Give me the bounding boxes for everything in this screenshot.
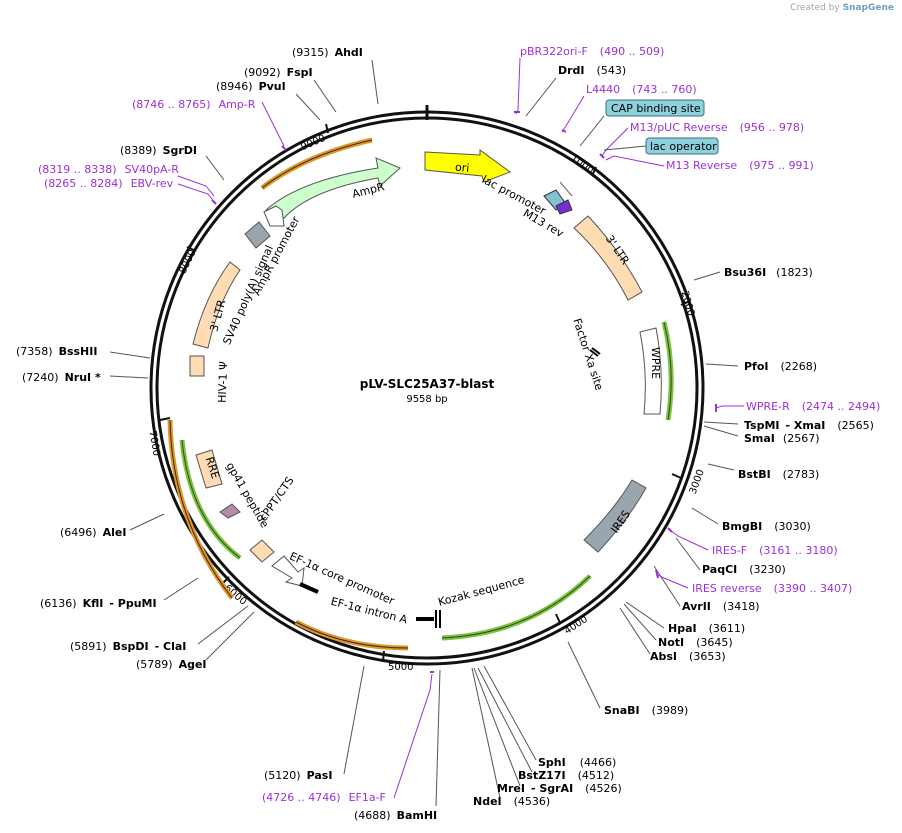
lac-operator-box [645,137,719,155]
site-agei: (5789)AgeI [136,658,207,671]
site-leaders [109,59,739,807]
tick-2000: 2000 [679,290,697,317]
ltr-right-block [573,215,643,301]
site-nrui: (7240)NruI * [22,371,101,384]
primer-amp-r: (8746 .. 8765)Amp-R [132,98,256,111]
kozak-label: Kozak sequence [437,573,526,609]
factor-xa-label: Factor Xa site [570,317,606,392]
tick-5000: 5000 [388,662,413,673]
rre-block [195,449,223,489]
ori-arrow [424,149,512,183]
site-pvui: (8946)PvuI [216,80,286,93]
primer-ires-reverse: IRES reverse(3390 .. 3407) [692,582,852,595]
ef1a-core-marker [299,582,319,594]
primer-m13puc-reverse: M13/pUC Reverse(956 .. 978) [630,121,804,134]
ltr-left-block [192,261,241,349]
ires-block [583,479,647,553]
plasmid-length: 9558 bp [406,394,447,405]
primer-pbr322ori-f: pBR322ori-F(490 .. 509) [520,45,664,58]
site-mrei-sgrai: MreI- SgrAI(4526) [497,782,622,795]
sv40-polya-block [244,221,271,249]
primer-labels: pBR322ori-F(490 .. 509) L4440(743 .. 760… [38,45,880,804]
gp41-block [219,503,241,519]
cap-binding-box [605,99,705,117]
hiv-psi-block [189,355,205,377]
site-bmgbi: BmgBI(3030) [722,520,811,533]
ori-label: ori [454,161,470,175]
primer-ef1a-f: (4726 .. 4746)EF1a-F [262,791,386,804]
snapgene-logo: SnapGene [842,3,894,13]
site-ahdi: (9315)AhdI [292,46,363,59]
site-ndei: NdeI(4536) [473,795,550,808]
ampr-promoter-arrow [263,205,285,227]
cap-binding-label: CAP binding site [611,102,701,115]
site-noti: NotI(3645) [658,636,733,649]
site-alei: (6496)AleI [60,526,126,539]
site-bsu36i: Bsu36I(1823) [724,266,813,279]
site-sgrdi: (8389)SgrDI [120,144,197,157]
site-snabi: SnaBI(3989) [604,704,688,717]
wpre-block [639,327,662,415]
ampr-arrow [265,157,401,219]
site-pasi: (5120)PasI [264,769,332,782]
lac-operator-label: lac operator [650,140,717,153]
site-paqci: PaqCI(3230) [702,563,786,576]
tick-9000: 9000 [299,133,327,153]
orange-arrow-bottom [294,619,409,651]
site-labels: (9315)AhdI (9092)FspI (8946)PvuI (8389)S… [16,46,874,822]
primer-marks [211,111,717,673]
site-bamhi: (4688)BamHI [354,809,437,822]
primer-m13-reverse: M13 Reverse(975 .. 991) [666,159,814,172]
lac-promoter-label: lac promoter [480,173,549,218]
site-avrii: AvrII(3418) [682,600,759,613]
ef1a-core-arrow [271,555,305,587]
site-kfli-ppumi: (6136)KflI- PpuMI [40,597,157,610]
site-bstz17i: BstZ17I(4512) [518,769,614,782]
primer-sv40pa-r: (8319 .. 8338)SV40pA-R [38,163,179,176]
factor-xa-marker [589,349,599,357]
site-drdi: DrdI(543) [558,64,626,77]
credit: Created by SnapGene [790,3,894,13]
m13rev-block [555,199,573,215]
cppt-label: cPPT/CTS [257,474,297,523]
hiv-psi-label: HIV-1 Ψ [216,361,230,403]
primer-ebv-rev: (8265 .. 8284)EBV-rev [44,177,174,190]
site-pfoi: PfoI(2268) [744,360,817,373]
wpre-label: WPRE [649,347,662,379]
tick-7000: 7000 [146,430,161,457]
site-sphi: SphI(4466) [538,756,616,769]
tick-1000: 1000 [569,152,596,176]
site-tspmi-xmai: TspMI- XmaI(2565) [744,419,874,432]
site-bspdi-clai: (5891)BspDI- ClaI [70,640,186,653]
primer-wpre-r: WPRE-R(2474 .. 2494) [746,400,880,413]
primer-ires-f: IRES-F(3161 .. 3180) [712,544,838,557]
site-absi: AbsI(3653) [650,650,726,663]
cppt-block [249,539,275,563]
site-bstbi: BstBI(2783) [738,468,819,481]
ampr-label: AmpR [351,180,386,201]
ef1a-intron-label: EF-1α intron A [329,595,409,627]
sv40-label: SV40 poly(A) signal [220,243,276,346]
site-fspi: (9092)FspI [244,66,313,79]
primer-l4440: L4440(743 .. 760) [586,83,697,96]
site-hpai: HpaI(3611) [668,622,745,635]
primer-leaders [177,57,744,799]
site-smai: SmaI(2567) [744,432,819,445]
plasmid-name: pLV-SLC25A37-blast [360,377,495,391]
site-bsshii: (7358)BssHII [16,345,97,358]
